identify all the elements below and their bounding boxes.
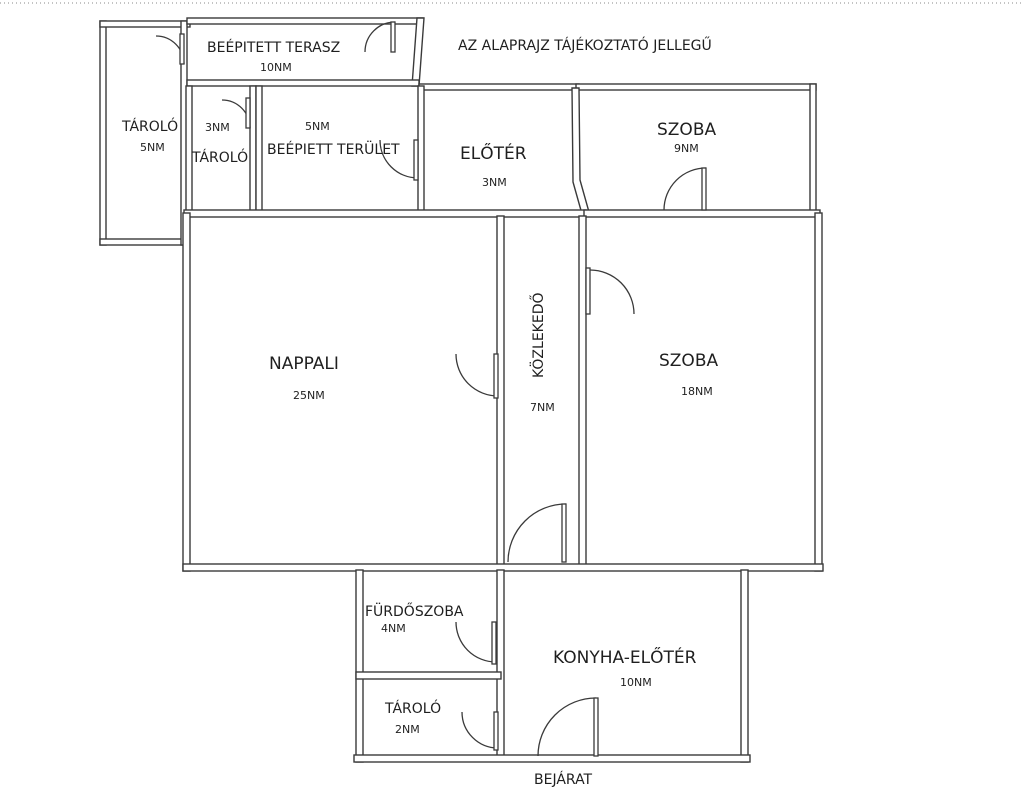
- labels: AZ ALAPRAJZ TÁJÉKOZTATÓ JELLEGŰ TÁROLÓ 5…: [121, 36, 718, 788]
- room-name-nappali: NAPPALI: [269, 354, 339, 374]
- room-area-kozlekedo: 7NM: [530, 401, 555, 414]
- door-swing: [507, 503, 567, 563]
- door-swing: [461, 711, 499, 749]
- wall: [814, 212, 823, 572]
- door-leaf: [493, 353, 499, 399]
- room-area-eloter: 3NM: [482, 176, 507, 189]
- door-swing: [663, 167, 707, 211]
- room-area-tarolo-left: 5NM: [140, 141, 165, 154]
- door-swing: [364, 21, 396, 53]
- room-name-furdoszoba: FÜRDŐSZOBA: [365, 602, 464, 620]
- wall: [183, 209, 587, 218]
- door-leaf: [413, 139, 419, 181]
- wall: [186, 79, 420, 87]
- wall: [355, 569, 364, 763]
- wall: [575, 83, 817, 91]
- wall: [99, 20, 191, 28]
- door-swing: [455, 353, 499, 397]
- room-area-szoba-small: 9NM: [674, 142, 699, 155]
- room-name-konyha: KONYHA-ELŐTÉR: [553, 646, 697, 668]
- wall: [578, 215, 587, 569]
- room-name-tarolo-bottom: TÁROLÓ: [384, 699, 441, 717]
- room-area-nappali: 25NM: [293, 389, 325, 402]
- door-leaf: [179, 33, 185, 65]
- door-swing: [589, 269, 635, 315]
- room-area-konyha: 10NM: [620, 676, 652, 689]
- room-area-tarolo-small: 3NM: [205, 121, 230, 134]
- wall: [583, 209, 821, 218]
- wall: [353, 754, 751, 763]
- wall: [417, 85, 425, 213]
- wall: [809, 83, 817, 215]
- wall: [411, 17, 425, 87]
- room-name-eloter: ELŐTÉR: [460, 142, 527, 164]
- room-name-szoba-big: SZOBA: [659, 351, 718, 371]
- room-area-furdoszoba: 4NM: [381, 622, 406, 635]
- room-name-szoba-small: SZOBA: [657, 120, 716, 140]
- wall: [99, 20, 107, 246]
- wall: [355, 671, 502, 680]
- room-name-kozlekedo: KÖZLEKEDŐ: [529, 293, 547, 379]
- room-area-terasz: 10NM: [260, 61, 292, 74]
- wall: [99, 238, 187, 246]
- door-leaf: [493, 711, 499, 751]
- entrance-label: BEJÁRAT: [534, 771, 593, 788]
- door-leaf: [701, 167, 707, 211]
- room-name-tarolo-left: TÁROLÓ: [121, 117, 178, 135]
- door-leaf: [245, 97, 251, 129]
- plan-note: AZ ALAPRAJZ TÁJÉKOZTATÓ JELLEGŰ: [458, 36, 712, 54]
- door-leaf: [561, 503, 567, 563]
- door-swing: [537, 697, 597, 757]
- wall: [740, 569, 749, 763]
- door-swing: [379, 139, 419, 179]
- door-leaf: [390, 21, 396, 53]
- wall: [249, 85, 257, 213]
- doors: [155, 21, 707, 757]
- wall: [182, 212, 191, 572]
- wall: [571, 87, 590, 215]
- wall: [255, 85, 263, 213]
- room-area-tarolo-bottom: 2NM: [395, 723, 420, 736]
- wall: [418, 83, 580, 91]
- door-leaf: [585, 267, 591, 315]
- room-area-szoba-big: 18NM: [681, 385, 713, 398]
- door-leaf: [593, 697, 599, 757]
- door-leaf: [491, 621, 497, 665]
- room-area-beepitett: 5NM: [305, 120, 330, 133]
- room-name-tarolo-small: TÁROLÓ: [191, 148, 248, 166]
- door-swing: [455, 621, 497, 663]
- room-name-terasz: BEÉPITETT TERASZ: [207, 39, 340, 56]
- room-name-beepitett: BEÉPIETT TERÜLET: [267, 140, 400, 158]
